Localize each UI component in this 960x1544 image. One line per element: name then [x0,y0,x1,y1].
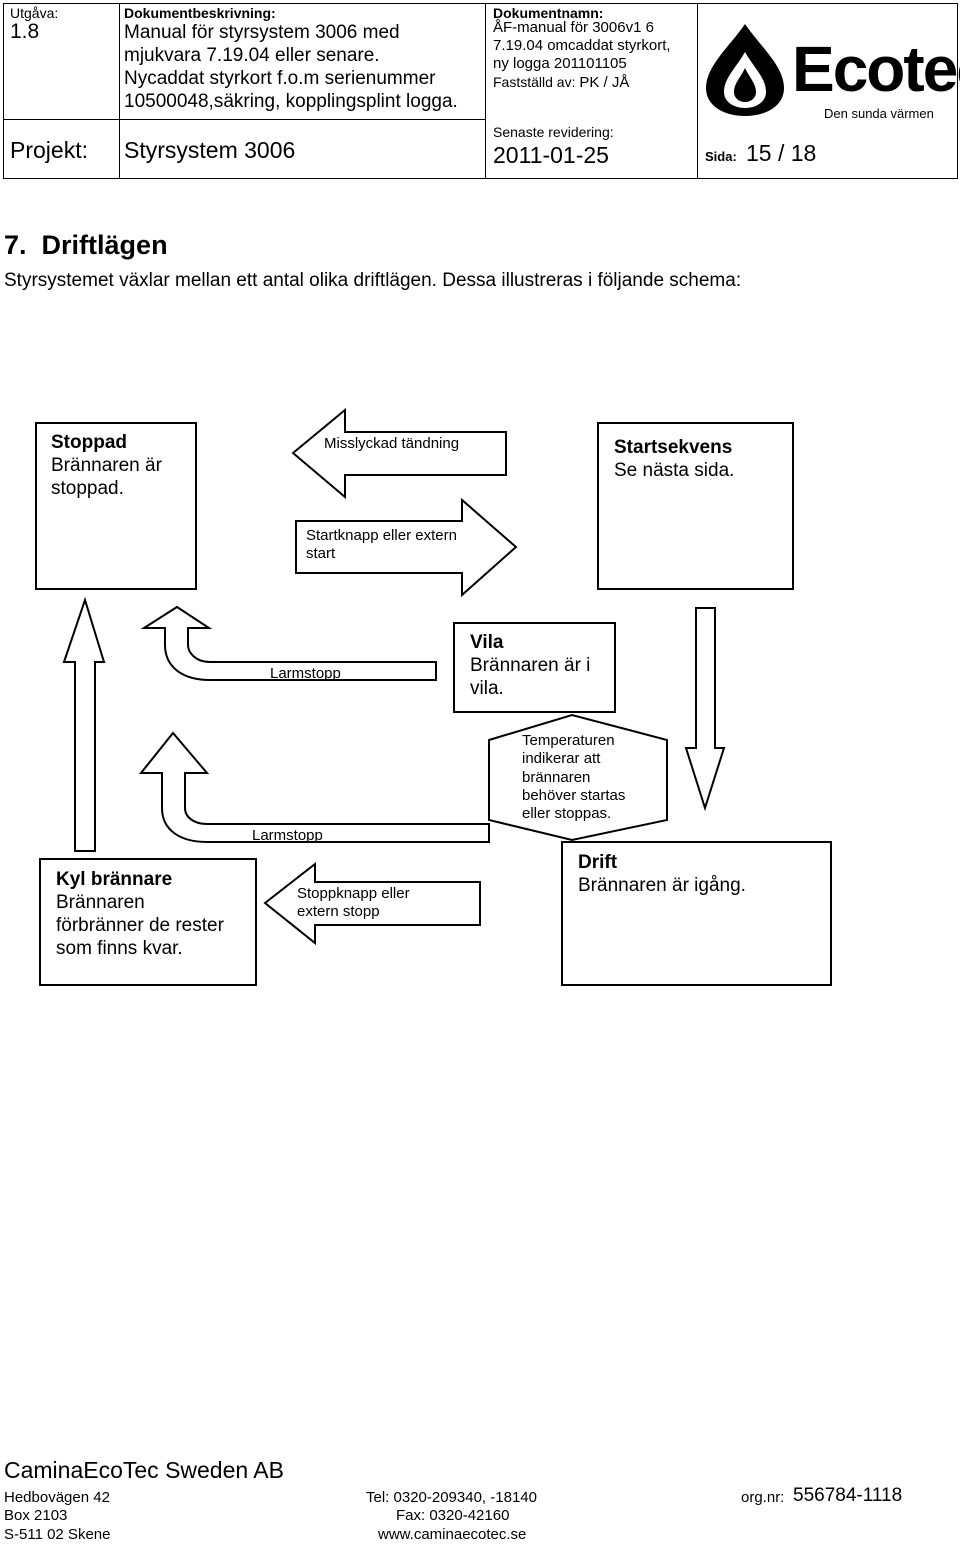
section-intro: Styrsystemet växlar mellan ett antal oli… [4,270,742,291]
section-heading: 7. Driftlägen [4,230,168,261]
larmstopp-arrow-1 [140,605,437,681]
approved: Fastställd av: PK / JÅ [493,74,629,91]
flame-drop-icon [706,24,784,116]
temperatur-label: eller stoppas. [522,805,612,822]
start-label: Startknapp eller extern [306,527,457,544]
revision-label: Senaste revidering: [493,124,614,140]
section-number: 7. [4,230,27,260]
larmstopp-label-clip: Larmstopp [240,825,488,841]
header-divider [119,4,120,178]
description-line: mjukvara 7.19.04 eller senare. [124,45,380,66]
temperatur-double-arrow [488,713,668,842]
edition-label: Utgåva: [10,5,59,21]
docname-line: ÅF-manual för 3006v1 6 [493,19,654,36]
misslyckad-label: Misslyckad tändning [324,435,460,452]
stopp-label: Stoppknapp eller [297,885,410,902]
address-line: Box 2103 [4,1507,68,1524]
state-desc: vila. [470,678,504,699]
header-divider [4,119,485,120]
docname-label: Dokumentnamn: [493,5,604,21]
start-label: start [306,545,336,562]
state-desc: Brännaren [56,892,145,913]
revision-value: 2011-01-25 [493,142,609,168]
state-kyl-brannare: Kyl brännare Brännaren förbränner de res… [39,858,257,986]
stopp-label: extern stopp [297,903,380,920]
approved-value: PK / JÅ [579,74,630,91]
ecotec-logo: Ecotec Den sunda värmen [700,22,960,122]
state-vila: Vila Brännaren är i vila. [453,622,616,713]
state-title: Vila [470,632,504,653]
state-title: Drift [578,852,618,873]
state-desc: Brännaren är [51,455,162,476]
vila-to-drift-arrow [684,607,726,812]
larmstopp-label: Larmstopp [270,665,341,679]
start-arrow [295,497,518,598]
docname-line: 7.19.04 omcaddat styrkort, [493,37,671,54]
description-label: Dokumentbeskrivning: [124,5,276,21]
header-divider [697,4,698,178]
logo-text: Ecotec [792,33,960,105]
larmstopp-label-clip: Larmstopp [260,663,436,679]
description-line: Nycaddat styrkort f.o.m serienummer [124,68,436,89]
phone: Tel: 0320-209340, -18140 [366,1489,537,1506]
docname-line: ny logga 201101105 [493,55,627,72]
state-stoppad: Stoppad Brännaren är stoppad. [35,422,197,590]
edition-value: 1.8 [10,20,40,43]
page-value: 15 / 18 [746,140,817,166]
state-startsekvens: Startsekvens Se nästa sida. [597,422,794,590]
project-value: Styrsystem 3006 [124,137,296,163]
state-drift: Drift Brännaren är igång. [561,841,832,986]
orgnr-value: 556784-1118 [793,1485,903,1506]
state-title: Kyl brännare [56,869,173,890]
state-title: Startsekvens [614,437,733,458]
state-title: Stoppad [51,432,127,453]
orgnr-label: org.nr: [741,1489,785,1506]
stopp-arrow [263,861,481,946]
larmstopp-arrow-2 [138,731,490,843]
temperatur-label: Temperaturen [522,732,615,749]
approved-label: Fastställd av: [493,74,576,90]
larmstopp-label: Larmstopp [252,827,323,841]
website-link[interactable]: www.caminaecotec.se [378,1526,527,1543]
document-header [3,3,958,179]
state-desc: som finns kvar. [56,938,183,959]
fax: Fax: 0320-42160 [396,1507,510,1524]
temperatur-label: behöver startas [522,787,626,804]
company-name: CaminaEcoTec Sweden AB [4,1457,284,1483]
temperatur-label: indikerar att [522,750,601,767]
page-label: Sida: [705,149,737,164]
state-desc: Brännaren är i [470,655,591,676]
misslyckad-arrow [291,407,507,500]
description-line: Manual för styrsystem 3006 med [124,22,400,43]
state-desc: Brännaren är igång. [578,875,746,896]
header-divider [485,4,486,178]
state-desc: stoppad. [51,478,124,499]
description-line: 10500048,säkring, kopplingsplint logga. [124,91,458,112]
address-line: S-511 02 Skene [4,1526,111,1543]
project-label: Projekt: [10,137,88,163]
state-desc: förbränner de rester [56,915,224,936]
state-desc: Se nästa sida. [614,460,735,481]
kyl-to-stoppad-arrow [62,596,106,852]
section-title: Driftlägen [41,230,168,260]
address-line: Hedbovägen 42 [4,1489,110,1506]
temperatur-label: brännaren [522,769,591,786]
logo-tagline: Den sunda värmen [824,106,934,121]
